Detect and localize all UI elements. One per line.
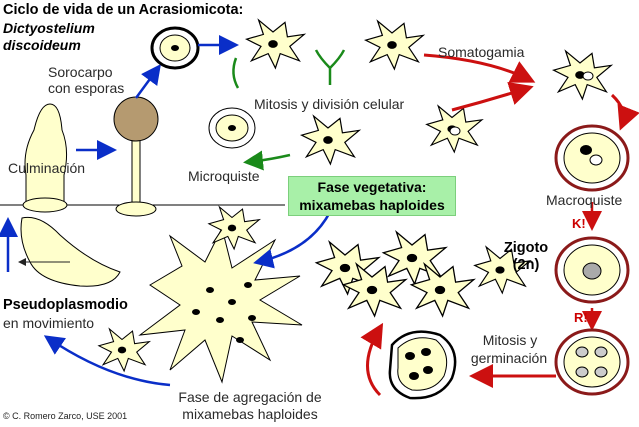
label-zigoto-1: Zigoto	[503, 240, 549, 256]
label-k: K!	[572, 216, 586, 231]
label-agregacion-2: mixamebas haploides	[182, 406, 318, 422]
pseudoplasmodium-shape	[18, 216, 121, 287]
aggregation-shape	[138, 226, 303, 384]
germinating-cyst-shape	[388, 330, 457, 400]
arrow-somatogamy	[423, 53, 536, 83]
copyright: © C. Romero Zarco, USE 2001	[3, 411, 128, 421]
arrow-somatogamy-2	[451, 81, 534, 112]
label-sorocarpo-2: con esporas	[48, 80, 125, 96]
released-amoeba-4	[410, 263, 475, 317]
green-arrow-left	[232, 57, 240, 89]
arrow-to-microcyst	[243, 150, 291, 171]
arrow-veg-to-aggregation	[253, 211, 332, 269]
culmination-shape	[22, 103, 68, 213]
somatogamy-amoeba-left	[426, 105, 483, 153]
label-culminacion: Culminación	[8, 160, 86, 176]
label-r: R!	[574, 310, 588, 325]
arrow-to-macrocyst	[610, 93, 639, 131]
label-mitosis-germ-2: germinación	[470, 350, 548, 366]
title-line3: discoideum	[3, 37, 81, 53]
spore-shape	[150, 26, 200, 70]
label-fase-vegetativa-2: mixamebas haploides	[299, 197, 445, 213]
vegetative-phase-box: Fase vegetativa: mixamebas haploides	[288, 176, 456, 216]
label-somatogamia: Somatogamia	[438, 44, 525, 60]
arrow-aggregation-to-pseudoplasmodium	[43, 335, 171, 387]
label-zigoto-2: (2n)	[512, 257, 540, 273]
label-mitosis-division: Mitosis y división celular	[254, 96, 405, 112]
title-line1: Ciclo de vida de un Acrasiomicota:	[3, 2, 244, 18]
label-microquiste: Microquiste	[188, 168, 260, 184]
arrow-germination	[360, 322, 384, 397]
label-sorocarpo-1: Sorocarpo	[48, 64, 113, 80]
label-fase-vegetativa-1: Fase vegetativa:	[317, 179, 427, 195]
label-macroquiste: Macroquiste	[546, 192, 623, 208]
macrocyst-shape	[554, 124, 630, 192]
label-mitosis-germ-1: Mitosis y	[482, 332, 538, 348]
amoeba-top-1	[246, 19, 305, 69]
title-line2: Dictyostelium	[3, 20, 95, 36]
label-agregacion-1: Fase de agregación de	[178, 389, 322, 405]
arrow-sorocarp-to-spore	[134, 63, 161, 99]
amoeba-middle	[301, 115, 360, 165]
somatogamy-amoeba-right	[552, 50, 612, 100]
sorocarp-shape	[113, 96, 159, 217]
green-split-arrow	[314, 49, 346, 85]
microcyst-shape	[208, 107, 256, 149]
label-pseudoplasmodio-1: Pseudoplasmodio	[3, 297, 128, 313]
meiotic-cyst-shape	[554, 328, 630, 396]
amoeba-top-2	[365, 20, 424, 70]
label-pseudoplasmodio-2: en movimiento	[3, 315, 95, 331]
zygote-shape	[554, 236, 630, 304]
